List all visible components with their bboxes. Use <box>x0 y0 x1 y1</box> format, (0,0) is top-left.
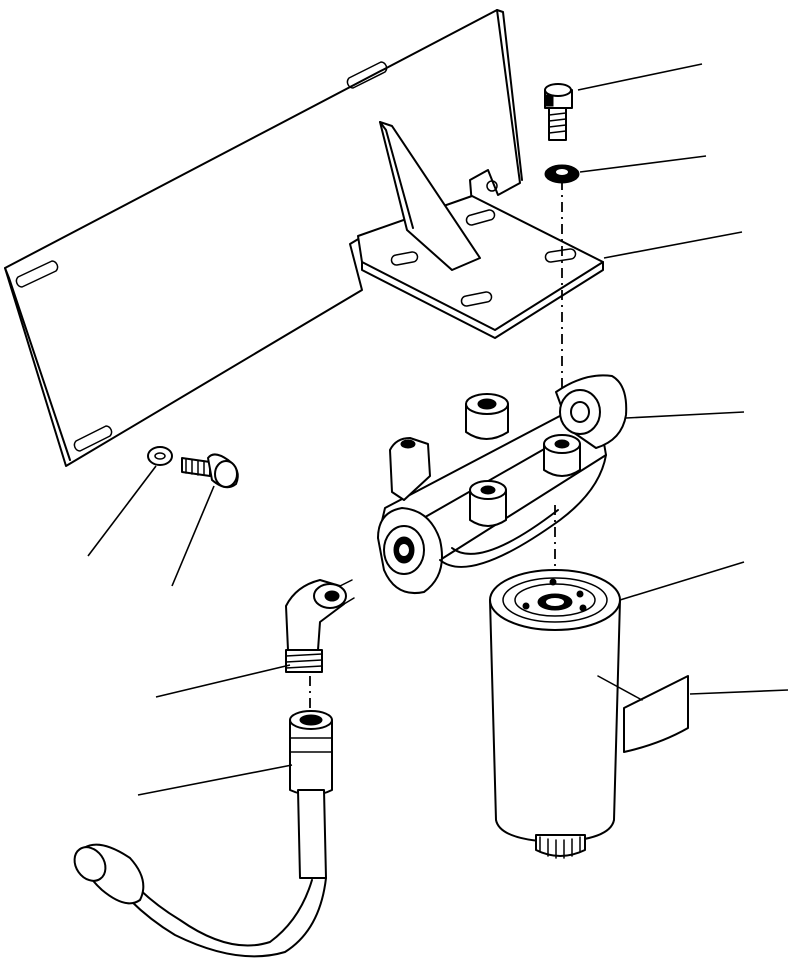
leader-bolt-top <box>577 63 703 91</box>
leader-elbow-fitting <box>155 664 291 698</box>
elbow-fitting <box>285 579 355 673</box>
filter-head <box>377 374 628 594</box>
bolt-left <box>181 453 239 489</box>
leader-washer-left <box>87 465 157 557</box>
leader-filter-head <box>625 411 745 419</box>
leader-bracket <box>603 231 743 259</box>
leader-label-decal <box>689 689 788 695</box>
leader-washer-top <box>579 155 707 173</box>
callout-leaders <box>87 63 788 796</box>
label-decal <box>597 675 689 753</box>
leader-hose <box>137 764 293 796</box>
washer-top <box>544 164 580 184</box>
leader-bolt-left <box>171 485 215 587</box>
washer-left <box>147 446 173 466</box>
filter-cartridge <box>489 569 621 859</box>
bolt-top <box>544 83 573 141</box>
leader-filter-cartridge <box>619 561 745 601</box>
bracket <box>357 121 604 339</box>
mounting-plate <box>4 9 523 467</box>
hose <box>73 710 333 958</box>
